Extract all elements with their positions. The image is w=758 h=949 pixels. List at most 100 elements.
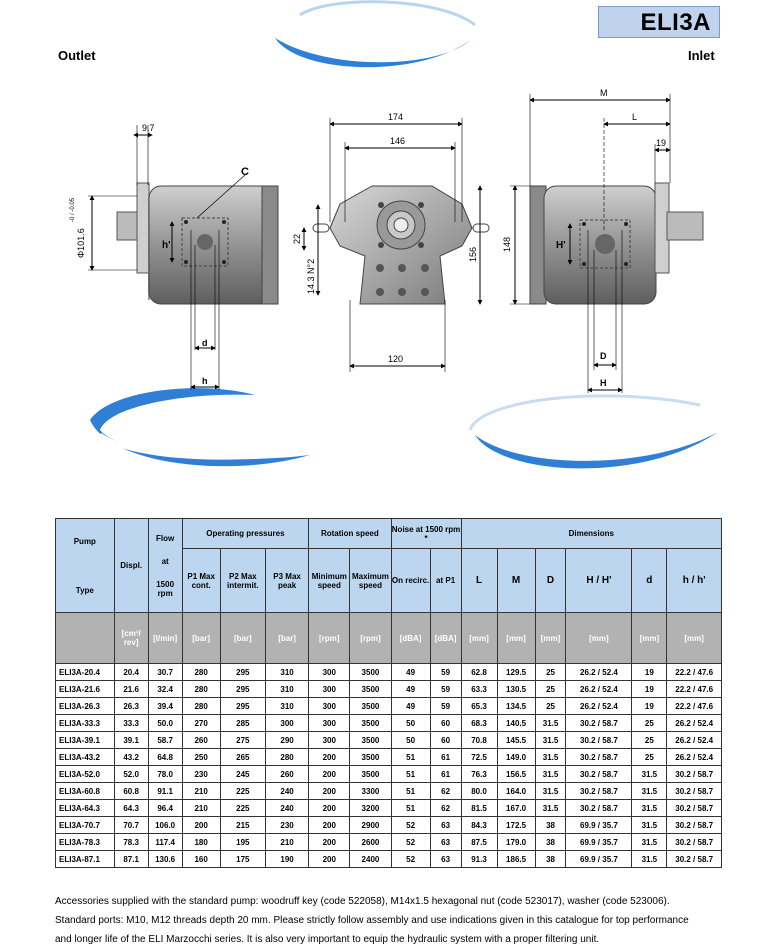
header-pump-label: Pump	[73, 536, 96, 546]
table-cell: 300	[308, 680, 351, 698]
table-cell: 3500	[349, 680, 392, 698]
table-cell: 39.1	[113, 731, 149, 749]
decor-swoosh-top	[275, 0, 476, 68]
table-cell: 179.0	[496, 833, 536, 851]
unit-cell: [cm³/ rev]	[113, 612, 149, 664]
table-cell: 26.3	[113, 697, 149, 715]
pump-type-cell: ELI3A-64.3	[55, 799, 115, 817]
table-cell: 200	[308, 782, 351, 800]
table-cell: 25	[631, 731, 668, 749]
table-cell: 65.3	[460, 697, 498, 715]
unit-cell: [rpm]	[308, 612, 351, 664]
dim-156: 156	[468, 247, 478, 262]
table-cell: 25	[534, 697, 567, 715]
dim-l: L	[632, 112, 637, 122]
table-cell: 260	[181, 731, 221, 749]
dim-m: M	[600, 88, 608, 98]
table-cell: 164.0	[496, 782, 536, 800]
label-h-upper: H	[600, 378, 607, 388]
table-cell: 290	[264, 731, 310, 749]
table-cell: 19	[631, 680, 668, 698]
table-cell: 175	[219, 850, 266, 868]
table-cell: 310	[264, 663, 310, 681]
table-cell: 49	[390, 697, 431, 715]
header-flow-at: at	[161, 556, 169, 566]
table-cell: 61	[429, 765, 462, 783]
table-cell: 26.2 / 52.4	[666, 714, 722, 732]
table-cell: 31.5	[631, 782, 668, 800]
header-flow: Flow at 1500 rpm	[147, 518, 183, 613]
table-cell: 31.5	[631, 833, 668, 851]
table-cell: 31.5	[631, 850, 668, 868]
table-cell: 106.0	[147, 816, 183, 834]
dim-diameter: Φ101.6	[76, 228, 86, 258]
footer-line-3: and longer life of the ELI Marzocchi ser…	[55, 934, 600, 945]
inlet-label: Inlet	[688, 48, 715, 63]
unit-cell	[55, 612, 115, 664]
table-cell: 69.9 / 35.7	[565, 833, 633, 851]
table-cell: 38	[534, 816, 567, 834]
table-cell: 260	[264, 765, 310, 783]
outlet-label: Outlet	[58, 48, 96, 63]
decor-swoosh-right	[468, 394, 718, 469]
table-cell: 200	[181, 816, 221, 834]
table-cell: 69.9 / 35.7	[565, 816, 633, 834]
pump-type-cell: ELI3A-70.7	[55, 816, 115, 834]
unit-cell: [mm]	[496, 612, 536, 664]
table-cell: 62	[429, 799, 462, 817]
table-cell: 240	[264, 782, 310, 800]
table-cell: 130.5	[496, 680, 536, 698]
table-cell: 285	[219, 714, 266, 732]
table-cell: 31.5	[534, 765, 567, 783]
label-h: h	[202, 376, 208, 386]
table-cell: 30.2 / 58.7	[666, 799, 722, 817]
table-cell: 129.5	[496, 663, 536, 681]
table-cell: 160	[181, 850, 221, 868]
unit-cell: [mm]	[534, 612, 567, 664]
table-cell: 200	[308, 833, 351, 851]
table-cell: 30.2 / 58.7	[666, 765, 722, 783]
table-cell: 230	[181, 765, 221, 783]
table-cell: 25	[631, 748, 668, 766]
table-cell: 295	[219, 697, 266, 715]
table-cell: 3500	[349, 748, 392, 766]
table-cell: 87.1	[113, 850, 149, 868]
dim-174: 174	[388, 112, 403, 122]
table-cell: 3300	[349, 782, 392, 800]
model-title-box: ELI3A	[598, 6, 720, 38]
table-cell: 31.5	[534, 731, 567, 749]
unit-cell: [bar]	[264, 612, 310, 664]
table-cell: 172.5	[496, 816, 536, 834]
table-cell: 210	[264, 833, 310, 851]
table-cell: 32.4	[147, 680, 183, 698]
unit-cell: [mm]	[631, 612, 668, 664]
table-cell: 31.5	[631, 816, 668, 834]
table-cell: 3500	[349, 714, 392, 732]
table-cell: 245	[219, 765, 266, 783]
table-cell: 49	[390, 680, 431, 698]
pump-type-cell: ELI3A-39.1	[55, 731, 115, 749]
decor-swoosh-left	[90, 388, 310, 467]
label-c: C	[241, 166, 249, 178]
table-cell: 300	[308, 663, 351, 681]
table-cell: 26.2 / 52.4	[565, 680, 633, 698]
table-cell: 3500	[349, 731, 392, 749]
table-cell: 200	[308, 765, 351, 783]
label-d: d	[202, 338, 208, 348]
unit-cell: [l/min]	[147, 612, 183, 664]
table-cell: 68.3	[460, 714, 498, 732]
table-cell: 2600	[349, 833, 392, 851]
table-cell: 52	[390, 850, 431, 868]
technical-drawing: 9.7 Φ101.6 -0 / -0.05 C h' d h 174 146 2…	[70, 0, 718, 469]
table-cell: 31.5	[534, 782, 567, 800]
table-cell: 250	[181, 748, 221, 766]
table-cell: 30.2 / 58.7	[565, 748, 633, 766]
table-cell: 91.1	[147, 782, 183, 800]
table-cell: 130.6	[147, 850, 183, 868]
